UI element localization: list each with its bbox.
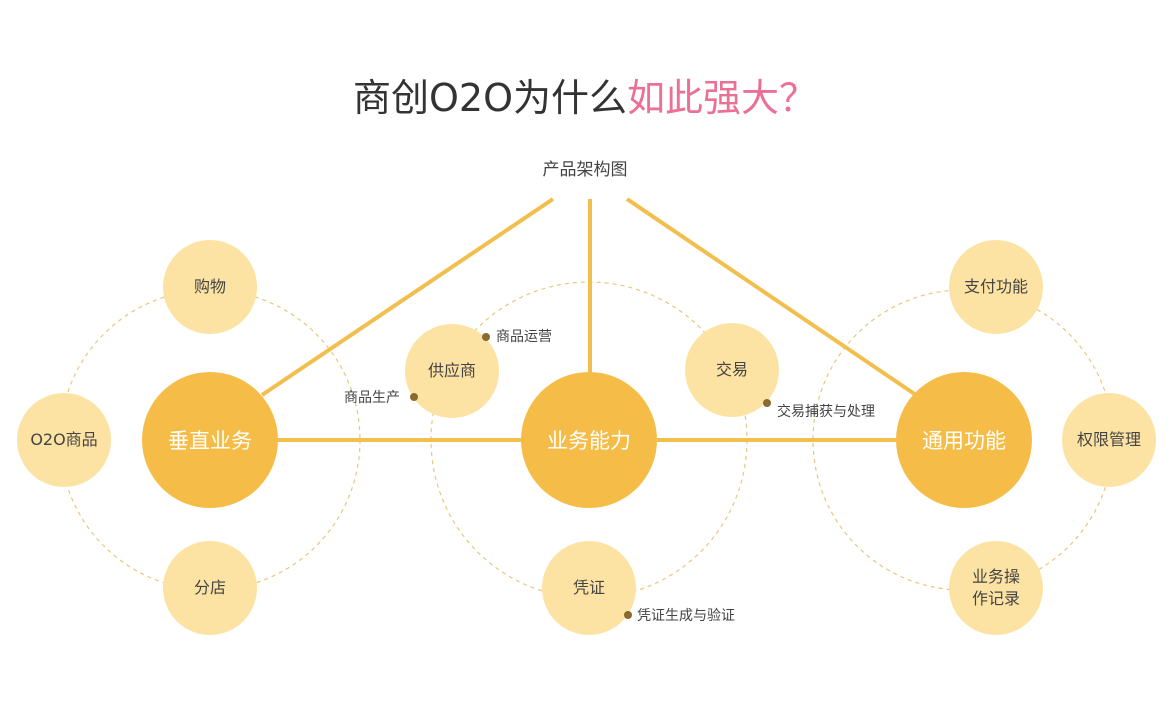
connector-top-right (625, 197, 918, 397)
node-payment-label: 支付功能 (963, 277, 1028, 296)
title-accent: 如此强大？ (626, 76, 817, 120)
node-voucher: 凭证 (542, 541, 636, 635)
node-shopping: 购物 (163, 240, 257, 334)
node-operation-log-text: 业务操 作记录 (972, 566, 1020, 610)
node-payment: 支付功能 (949, 240, 1043, 334)
annotation-goods-operation: 商品运营 (496, 329, 552, 345)
node-vertical-business: 垂直业务 (142, 372, 278, 508)
node-permission-label: 权限管理 (1076, 430, 1141, 449)
node-operation-log: 业务操 作记录 (949, 541, 1043, 635)
node-operation-log-line2: 作记录 (971, 589, 1020, 608)
node-permission: 权限管理 (1062, 393, 1156, 487)
node-branch-label: 分店 (193, 578, 226, 597)
node-general-function-label: 通用功能 (922, 429, 1006, 453)
node-business-capability: 业务能力 (521, 372, 657, 508)
title-main: 商创O2O为什么 (352, 76, 627, 120)
node-operation-log-line1: 业务操 (971, 567, 1020, 586)
node-o2o-goods-label: O2O商品 (30, 430, 98, 449)
annotation-dot-goods-operation (482, 333, 490, 341)
annotation-dot-goods-production (410, 393, 418, 401)
annotation-dot-voucher-verify (624, 611, 632, 619)
node-branch: 分店 (163, 541, 257, 635)
node-vertical-business-label: 垂直业务 (168, 429, 252, 453)
node-o2o-goods: O2O商品 (17, 393, 111, 487)
annotation-dot-trade-capture (763, 399, 771, 407)
node-trade-label: 交易 (715, 360, 748, 379)
annotation-voucher-verify: 凭证生成与验证 (637, 608, 735, 624)
connector-top-left (260, 197, 555, 397)
diagram-subtitle: 产品架构图 (542, 160, 628, 180)
node-voucher-label: 凭证 (572, 578, 605, 597)
annotation-trade-capture: 交易捕获与处理 (777, 404, 875, 420)
node-general-function: 通用功能 (896, 372, 1032, 508)
node-business-capability-label: 业务能力 (547, 429, 631, 453)
annotation-goods-production: 商品生产 (344, 390, 400, 406)
page-title: 商创O2O为什么如此强大？ (0, 70, 1170, 126)
node-shopping-label: 购物 (193, 277, 226, 296)
node-supplier-label: 供应商 (427, 361, 476, 380)
